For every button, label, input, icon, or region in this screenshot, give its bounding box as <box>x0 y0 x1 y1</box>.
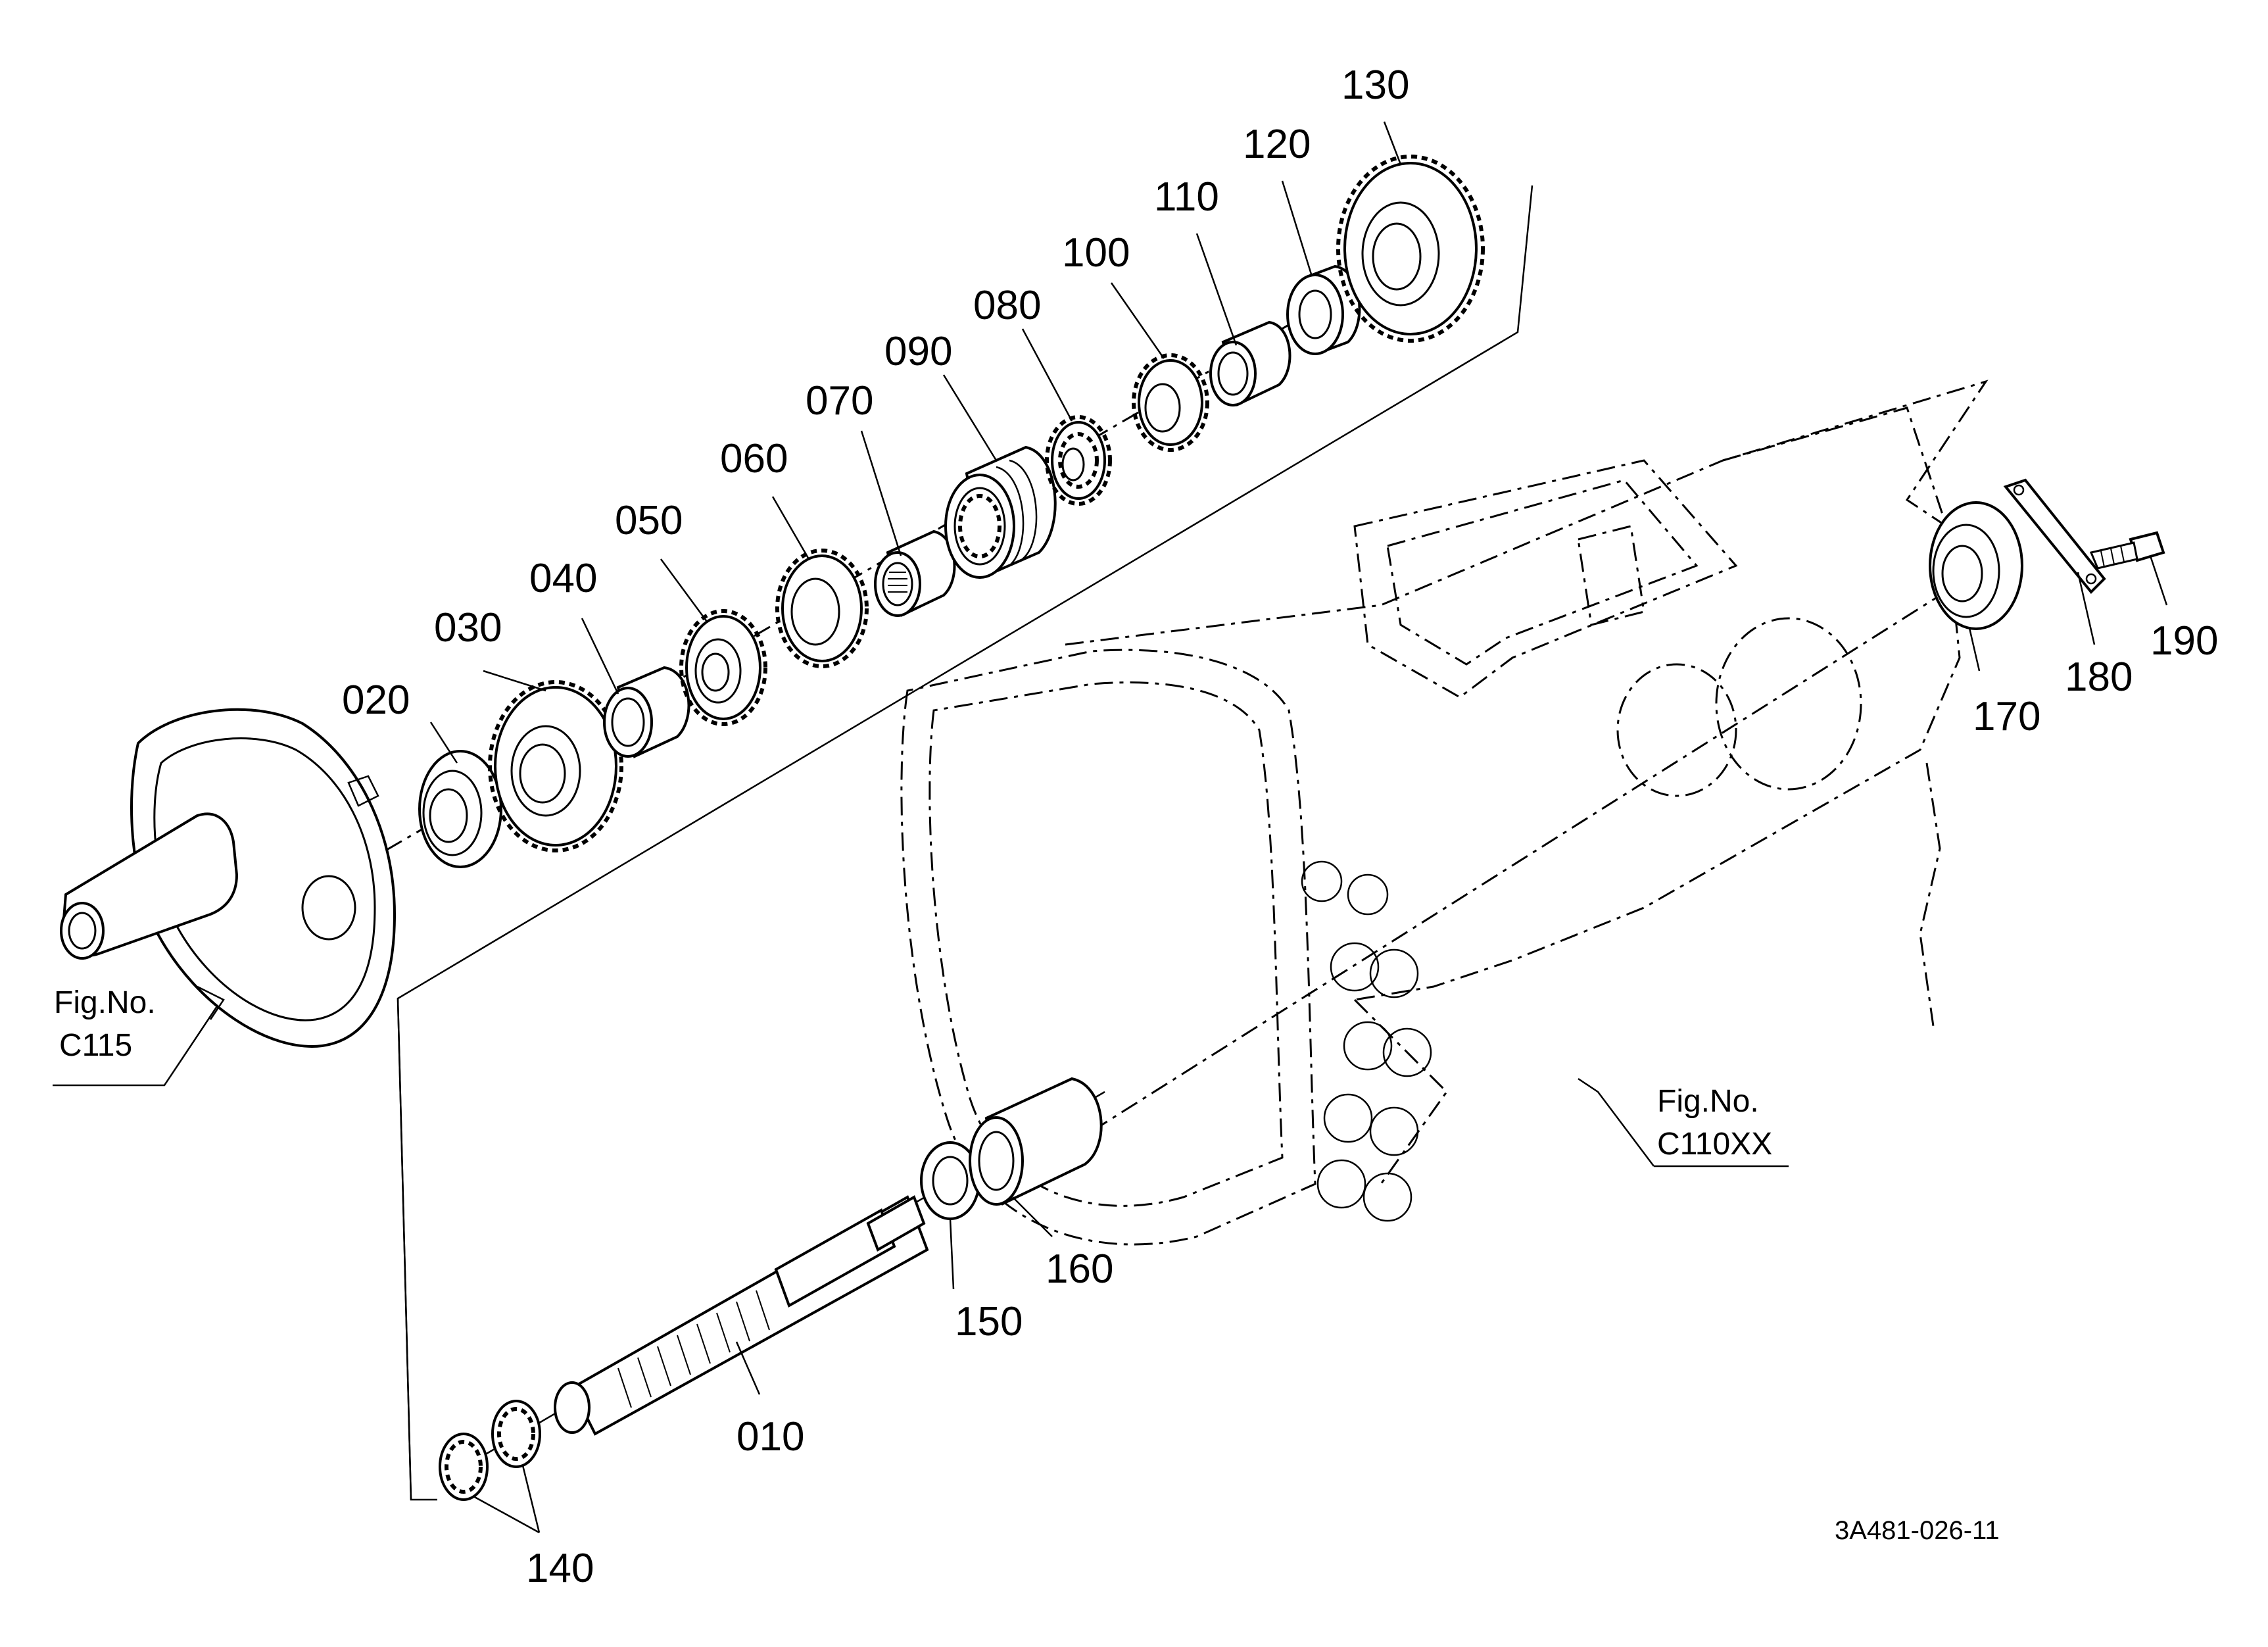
part-170-ball-bearing <box>1929 501 2023 630</box>
callout-170: 170 <box>1973 694 2040 739</box>
callout-100: 100 <box>1062 230 1130 276</box>
callout-050: 050 <box>615 498 683 543</box>
part-080-synchro-hub <box>1045 415 1112 506</box>
callout-150: 150 <box>955 1299 1023 1344</box>
part-050-gear <box>679 609 767 726</box>
part-020-ball-bearing <box>418 750 502 868</box>
callout-020: 020 <box>342 677 410 723</box>
callout-080: 080 <box>973 283 1041 328</box>
part-160-bushing <box>969 1077 1103 1206</box>
callout-180: 180 <box>2065 654 2133 700</box>
part-110-needle-bearing <box>1209 320 1291 406</box>
fig-ref-c115-line2: C115 <box>59 1028 132 1063</box>
part-190-bolt <box>2089 531 2165 570</box>
part-040-bushing <box>603 666 690 758</box>
leader-lines <box>53 121 2168 1534</box>
callout-160: 160 <box>1046 1246 1113 1292</box>
part-060-gear <box>775 549 869 668</box>
part-100-gear <box>1132 353 1209 452</box>
part-180-plate <box>2003 478 2106 594</box>
callout-070: 070 <box>806 378 873 424</box>
callout-140: 140 <box>526 1546 594 1591</box>
callout-010: 010 <box>736 1414 804 1460</box>
part-070-needle-bearing <box>874 529 956 617</box>
part-030-gear <box>488 680 623 852</box>
callout-090: 090 <box>884 329 952 374</box>
callout-040: 040 <box>529 556 597 601</box>
callout-labels: 010 020 030 040 050 060 070 090 080 100 … <box>342 62 2218 1591</box>
callout-190: 190 <box>2150 618 2218 664</box>
part-140-needle-bearings <box>439 1400 541 1501</box>
fig-ref-c110xx-line1: Fig.No. <box>1657 1084 1759 1119</box>
part-130-gear <box>1336 155 1485 343</box>
part-090-shifter-sleeve <box>944 445 1057 579</box>
drawing-code: 3A481-026-11 <box>1835 1516 2000 1545</box>
fig-ref-c110xx-line2: C110XX <box>1657 1127 1772 1162</box>
fig-ref-c115-line1: Fig.No. <box>54 985 156 1020</box>
transmission-case <box>900 380 1989 1246</box>
callout-120: 120 <box>1243 122 1311 167</box>
figure-reference-c115: Fig.No. C115 <box>54 985 156 1063</box>
callout-060: 060 <box>720 436 788 481</box>
part-010-shaft <box>554 1195 929 1436</box>
front-housing-c115 <box>60 708 397 1048</box>
figure-reference-c110xx: Fig.No. C110XX <box>1657 1084 1772 1162</box>
callout-130: 130 <box>1341 62 1409 108</box>
callout-110: 110 <box>1154 174 1219 220</box>
callout-030: 030 <box>434 605 502 651</box>
